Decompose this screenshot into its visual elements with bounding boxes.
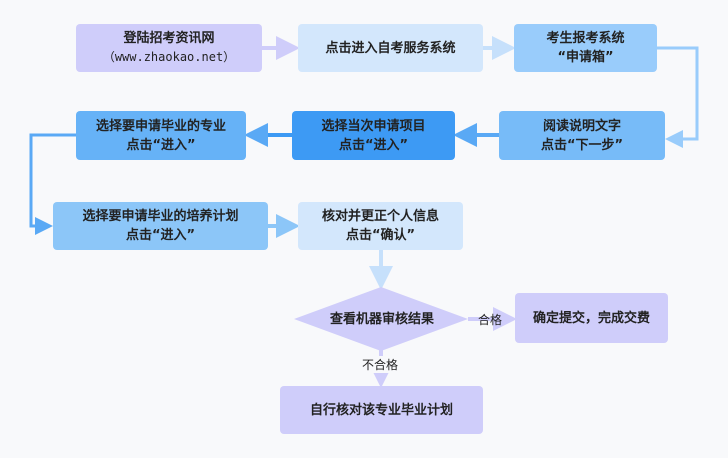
step-text: 点击“进入” [126, 137, 196, 153]
step-select-item: 选择当次申请项目 点击“进入” [292, 111, 455, 160]
step-mailbox: 考生报考系统 “申请箱” [514, 24, 657, 72]
fail-label: 不合格 [362, 356, 399, 373]
step-text: 点击“下一步” [540, 137, 624, 153]
decision-review-result: 查看机器审核结果 [329, 312, 434, 327]
step-submit-pay: 确定提交，完成交费 [515, 293, 668, 343]
step-text: 选择当次申请项目 [321, 118, 426, 134]
step-text: “申请箱” [557, 50, 614, 65]
step-url: （www.zhaokao.net） [102, 50, 236, 64]
step-text: 点击进入自考服务系统 [325, 40, 456, 56]
step-select-plan: 选择要申请毕业的培养计划 点击“进入” [53, 202, 268, 250]
step-enter-system: 点击进入自考服务系统 [298, 24, 483, 72]
decision-diamond [294, 287, 468, 351]
step-text: 确定提交，完成交费 [532, 310, 650, 326]
step-text: 自行核对该专业毕业计划 [309, 402, 453, 418]
arrow-major-to-plan [29, 133, 76, 235]
pass-label: 合格 [478, 313, 503, 327]
step-text: 考生报考系统 [546, 31, 625, 46]
step-login: 登陆招考资讯网 （www.zhaokao.net） [76, 24, 262, 72]
step-self-check: 自行核对该专业毕业计划 [280, 386, 483, 434]
step-text: 点击“进入” [338, 137, 409, 153]
step-text: 核对并更正个人信息 [321, 209, 439, 224]
step-text: 选择要申请毕业的专业 [95, 118, 226, 134]
step-text: 点击“进入” [125, 228, 196, 243]
step-verify-info: 核对并更正个人信息 点击“确认” [298, 202, 463, 250]
step-text: 选择要申请毕业的培养计划 [82, 209, 239, 224]
step-select-major: 选择要申请毕业的专业 点击“进入” [76, 111, 246, 160]
step-text: 登陆招考资讯网 [123, 31, 215, 46]
step-text: 点击“确认” [345, 228, 416, 243]
step-text: 阅读说明文字 [542, 118, 621, 134]
arrow-mailbox-to-read [657, 46, 699, 148]
step-read-instructions: 阅读说明文字 点击“下一步” [499, 111, 665, 160]
